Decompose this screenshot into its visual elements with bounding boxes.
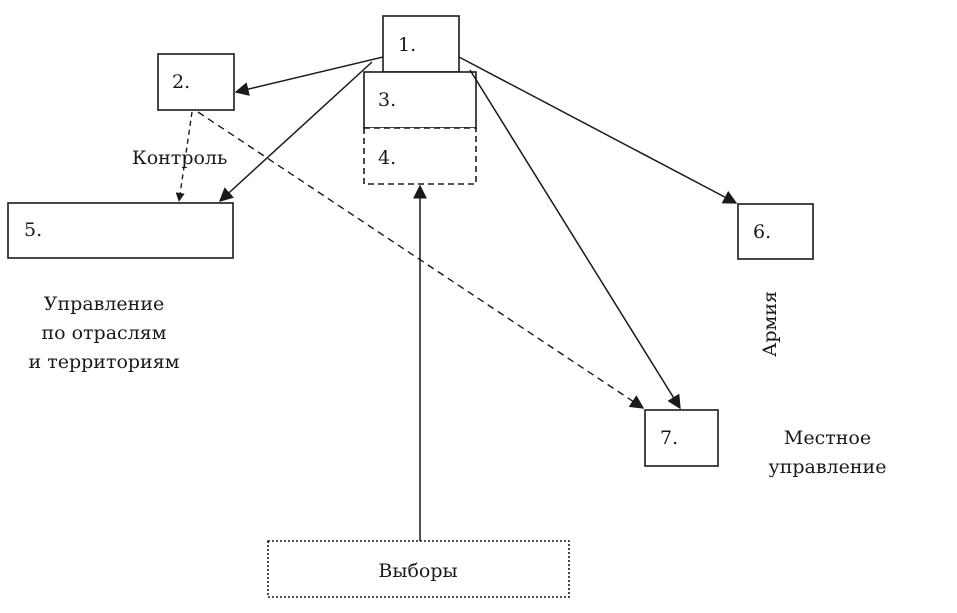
box-elections (267, 540, 570, 598)
arrow-1-to-6 (458, 56, 738, 204)
box-6-label: 6. (753, 221, 771, 243)
army-label: Армия (759, 291, 781, 357)
box-4-label: 4. (378, 147, 396, 169)
local-line-2: управление (768, 456, 887, 478)
management-line-1: Управление (43, 293, 165, 315)
arrow-2-to-5-dashed (175, 111, 193, 202)
box-3-label: 3. (378, 89, 396, 111)
box-1 (382, 15, 460, 73)
local-line-1: Местное (783, 427, 872, 449)
box-6 (737, 203, 814, 260)
box-5-label: 5. (24, 219, 42, 241)
box-3 (363, 71, 477, 129)
arrow-1-to-7 (469, 69, 681, 410)
box-2 (157, 53, 235, 111)
box-4 (363, 127, 477, 185)
arrow-1-to-2 (234, 56, 384, 96)
arrow-1-to-5 (218, 61, 373, 202)
local-management-note: Местное управление (765, 424, 890, 482)
box-7 (644, 409, 719, 467)
box-1-label: 1. (398, 34, 416, 56)
box-7-label: 7. (660, 427, 678, 449)
management-note: Управление по отраслям и территориям (14, 290, 194, 377)
management-line-2: по отраслям (41, 322, 167, 344)
box-elections-label: Выборы (378, 560, 457, 582)
box-2-label: 2. (172, 71, 190, 93)
box-5 (7, 202, 234, 259)
management-line-3: и территориям (28, 351, 180, 373)
control-label: Контроль (132, 147, 228, 169)
